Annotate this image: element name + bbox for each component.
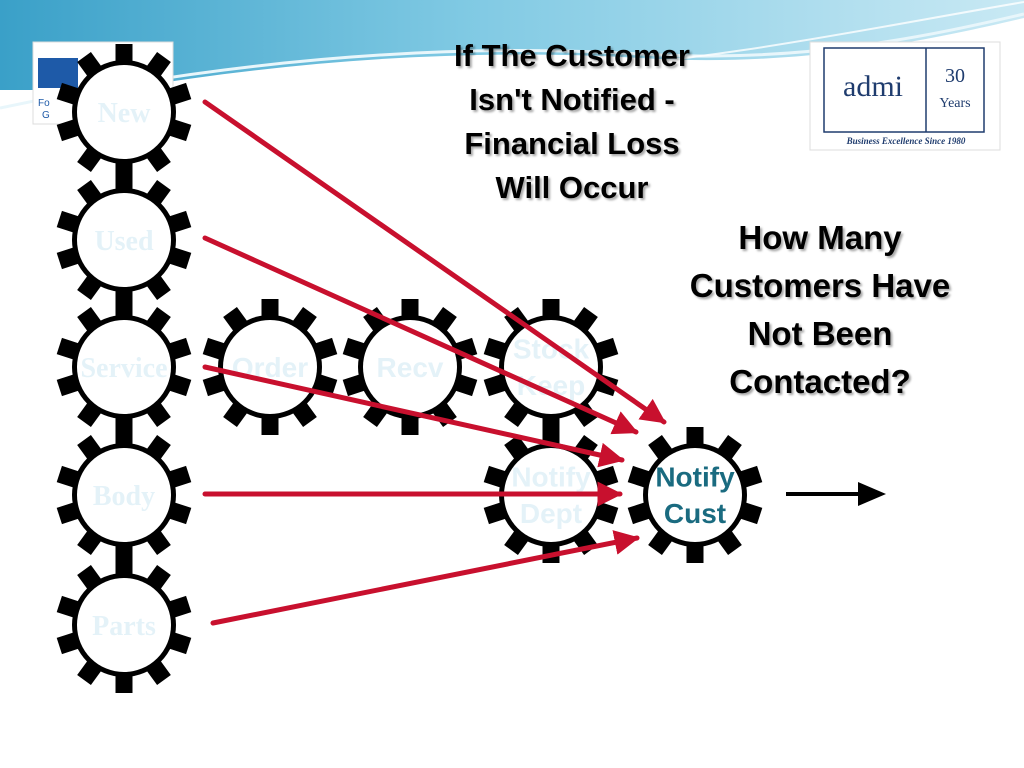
arrow-parts-to-notify-cust (210, 530, 640, 626)
partner-logo-icon (38, 58, 78, 88)
title-line-4: Will Occur (495, 170, 649, 205)
slide-title: If The Customer Isn't Notified - Financi… (400, 34, 744, 210)
logo-border (823, 47, 985, 133)
gear-face (77, 320, 171, 414)
gear-notify-cust-label-1: Notify (655, 462, 735, 493)
logo-years-number: 30 (945, 65, 965, 87)
gear-face (77, 448, 171, 542)
gear-shape (56, 557, 192, 693)
gear-recv-label-1: Recv (377, 352, 444, 383)
gear-parts: Parts (56, 557, 192, 693)
gear-notify-cust: Notify Cust (627, 427, 763, 563)
gear-order-label-1: Order (232, 352, 308, 383)
gear-face (648, 448, 742, 542)
gear-face (77, 65, 171, 159)
admi-logo: admi 30 Years Business Excellence Since … (809, 41, 1001, 151)
question-line-1: How Many (738, 219, 902, 256)
output-arrow (786, 482, 886, 506)
flow-arrows (202, 99, 667, 626)
gear-body: Body (56, 427, 192, 563)
gear-shape (627, 427, 763, 563)
title-line-1: If The Customer (454, 38, 690, 73)
gear-service-label-1: Service (80, 353, 167, 384)
gear-used: Used (56, 172, 192, 308)
logo-years-label: Years (939, 96, 970, 111)
gear-parts-label-1: Parts (92, 611, 156, 642)
arrow-new-to-notify-cust (202, 99, 667, 425)
arrow-used-to-notify-cust (202, 235, 639, 435)
gear-new-label-1: New (98, 98, 152, 129)
question-callout: How Many Customers Have Not Been Contact… (650, 214, 990, 406)
gear-face (77, 193, 171, 287)
gear-shape (56, 427, 192, 563)
gear-notify-dept-label-1: Notify (511, 462, 591, 493)
gear-service: Service (56, 299, 192, 435)
gear-face (223, 320, 317, 414)
title-line-3: Financial Loss (464, 126, 680, 161)
partner-logo-text-1: Fo (38, 98, 50, 109)
partner-logo-text-2: G (42, 110, 50, 121)
gear-face (77, 578, 171, 672)
logo-name: admi (843, 70, 903, 103)
gear-body-label-1: Body (93, 481, 155, 512)
gear-shape (56, 299, 192, 435)
gear-group: New Used Service Body Parts Order Recv S… (56, 44, 763, 693)
gear-order: Order (202, 299, 338, 435)
title-line-2: Isn't Notified - (469, 82, 675, 117)
gear-notify-dept-label-2: Dept (520, 498, 582, 529)
question-line-2: Customers Have (689, 267, 951, 304)
logo-tagline: Business Excellence Since 1980 (846, 136, 966, 146)
question-line-3: Not Been (747, 315, 893, 352)
gear-shape (56, 172, 192, 308)
question-line-4: Contacted? (729, 363, 911, 400)
gear-shape (202, 299, 338, 435)
gear-face (504, 320, 598, 414)
gear-shape (56, 44, 192, 180)
gear-new: New (56, 44, 192, 180)
arrow-service-to-notify-cust (202, 364, 625, 468)
gear-notify-cust-label-2: Cust (664, 498, 726, 529)
gear-used-label-1: Used (94, 226, 154, 257)
